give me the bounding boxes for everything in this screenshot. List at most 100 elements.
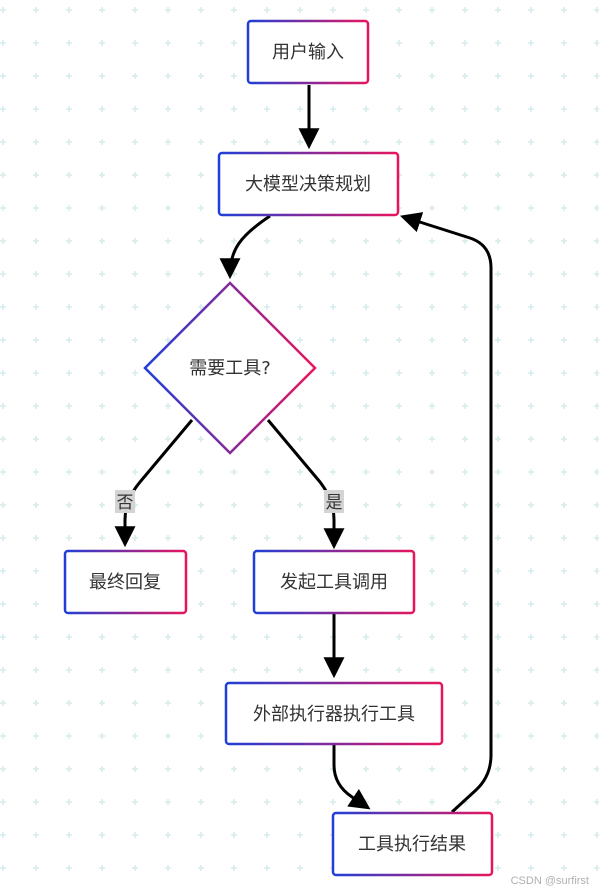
node-user-input: 用户输入 <box>246 19 370 85</box>
grid-plus-mark <box>528 865 534 871</box>
grid-plus-mark <box>165 436 171 442</box>
grid-plus-mark <box>462 205 468 211</box>
grid-plus-mark <box>495 337 501 343</box>
grid-plus-mark <box>132 700 138 706</box>
grid-plus-mark <box>594 403 599 409</box>
grid-plus-mark <box>132 106 138 112</box>
grid-plus-mark <box>363 271 369 277</box>
grid-plus-mark <box>594 370 599 376</box>
grid-plus-mark <box>198 568 204 574</box>
grid-plus-mark <box>561 469 567 475</box>
node-execute-tool-label: 外部执行器执行工具 <box>253 704 415 725</box>
grid-plus-mark <box>0 436 6 442</box>
grid-plus-mark <box>462 337 468 343</box>
grid-plus-mark <box>198 40 204 46</box>
grid-plus-mark <box>33 700 39 706</box>
grid-plus-mark <box>66 634 72 640</box>
grid-plus-mark <box>132 634 138 640</box>
grid-plus-mark <box>297 139 303 145</box>
grid-plus-mark <box>495 370 501 376</box>
grid-plus-mark <box>561 370 567 376</box>
grid-plus-mark <box>132 403 138 409</box>
grid-plus-mark <box>561 634 567 640</box>
grid-plus-mark <box>231 502 237 508</box>
grid-plus-mark <box>0 205 6 211</box>
grid-plus-mark <box>198 799 204 805</box>
grid-plus-mark <box>495 799 501 805</box>
grid-plus-mark <box>66 865 72 871</box>
grid-plus-mark <box>0 106 6 112</box>
grid-plus-mark <box>99 172 105 178</box>
grid-plus-mark <box>231 73 237 79</box>
grid-plus-mark <box>231 601 237 607</box>
node-execute-tool: 外部执行器执行工具 <box>224 681 444 746</box>
grid-plus-mark <box>462 238 468 244</box>
grid-plus-mark <box>561 667 567 673</box>
grid-plus-mark <box>561 73 567 79</box>
grid-plus-mark <box>561 205 567 211</box>
grid-plus-mark <box>33 73 39 79</box>
grid-plus-mark <box>165 700 171 706</box>
grid-plus-mark <box>462 436 468 442</box>
grid-plus-mark <box>495 403 501 409</box>
grid-plus-mark <box>264 535 270 541</box>
grid-plus-mark <box>198 205 204 211</box>
grid-plus-mark <box>495 667 501 673</box>
grid-plus-mark <box>198 436 204 442</box>
grid-plus-mark <box>396 304 402 310</box>
grid-plus-mark <box>528 733 534 739</box>
edge-label-no: 否 <box>115 490 135 513</box>
grid-plus-mark <box>363 502 369 508</box>
grid-plus-mark <box>99 535 105 541</box>
grid-plus-mark <box>132 436 138 442</box>
grid-plus-mark <box>528 535 534 541</box>
grid-plus-mark <box>66 733 72 739</box>
grid-plus-mark <box>198 502 204 508</box>
grid-plus-mark <box>231 238 237 244</box>
grid-plus-mark <box>297 304 303 310</box>
grid-plus-mark <box>528 40 534 46</box>
grid-plus-mark <box>594 502 599 508</box>
node-tool-result-label: 工具执行结果 <box>358 834 466 855</box>
grid-plus-mark <box>561 601 567 607</box>
grid-plus-mark <box>132 766 138 772</box>
grid-plus-mark <box>462 733 468 739</box>
grid-plus-mark <box>528 139 534 145</box>
grid-plus-mark <box>330 799 336 805</box>
grid-plus-mark <box>0 799 6 805</box>
grid-plus-mark <box>462 370 468 376</box>
grid-plus-mark <box>33 634 39 640</box>
grid-plus-mark <box>66 370 72 376</box>
grid-plus-mark <box>231 865 237 871</box>
grid-plus-mark <box>66 304 72 310</box>
grid-plus-mark <box>198 73 204 79</box>
grid-plus-mark <box>495 832 501 838</box>
grid-plus-mark <box>264 271 270 277</box>
grid-plus-mark <box>165 238 171 244</box>
grid-plus-mark <box>429 7 435 13</box>
grid-plus-mark <box>561 832 567 838</box>
grid-plus-mark <box>264 832 270 838</box>
grid-plus-mark <box>462 7 468 13</box>
grid-plus-mark <box>33 106 39 112</box>
grid-plus-mark <box>0 337 6 343</box>
grid-plus-mark <box>528 304 534 310</box>
grid-plus-mark <box>33 271 39 277</box>
grid-plus-mark <box>0 832 6 838</box>
grid-plus-mark <box>132 7 138 13</box>
grid-plus-mark <box>561 766 567 772</box>
grid-plus-mark <box>429 370 435 376</box>
grid-plus-mark <box>561 106 567 112</box>
grid-plus-mark <box>429 271 435 277</box>
grid-plus-mark <box>594 40 599 46</box>
grid-plus-mark <box>99 205 105 211</box>
grid-plus-mark <box>132 667 138 673</box>
grid-plus-mark <box>429 502 435 508</box>
grid-plus-mark <box>264 436 270 442</box>
grid-plus-mark <box>264 502 270 508</box>
grid-plus-mark <box>165 799 171 805</box>
grid-plus-mark <box>363 634 369 640</box>
grid-plus-mark <box>231 667 237 673</box>
grid-plus-mark <box>165 304 171 310</box>
grid-plus-mark <box>231 139 237 145</box>
